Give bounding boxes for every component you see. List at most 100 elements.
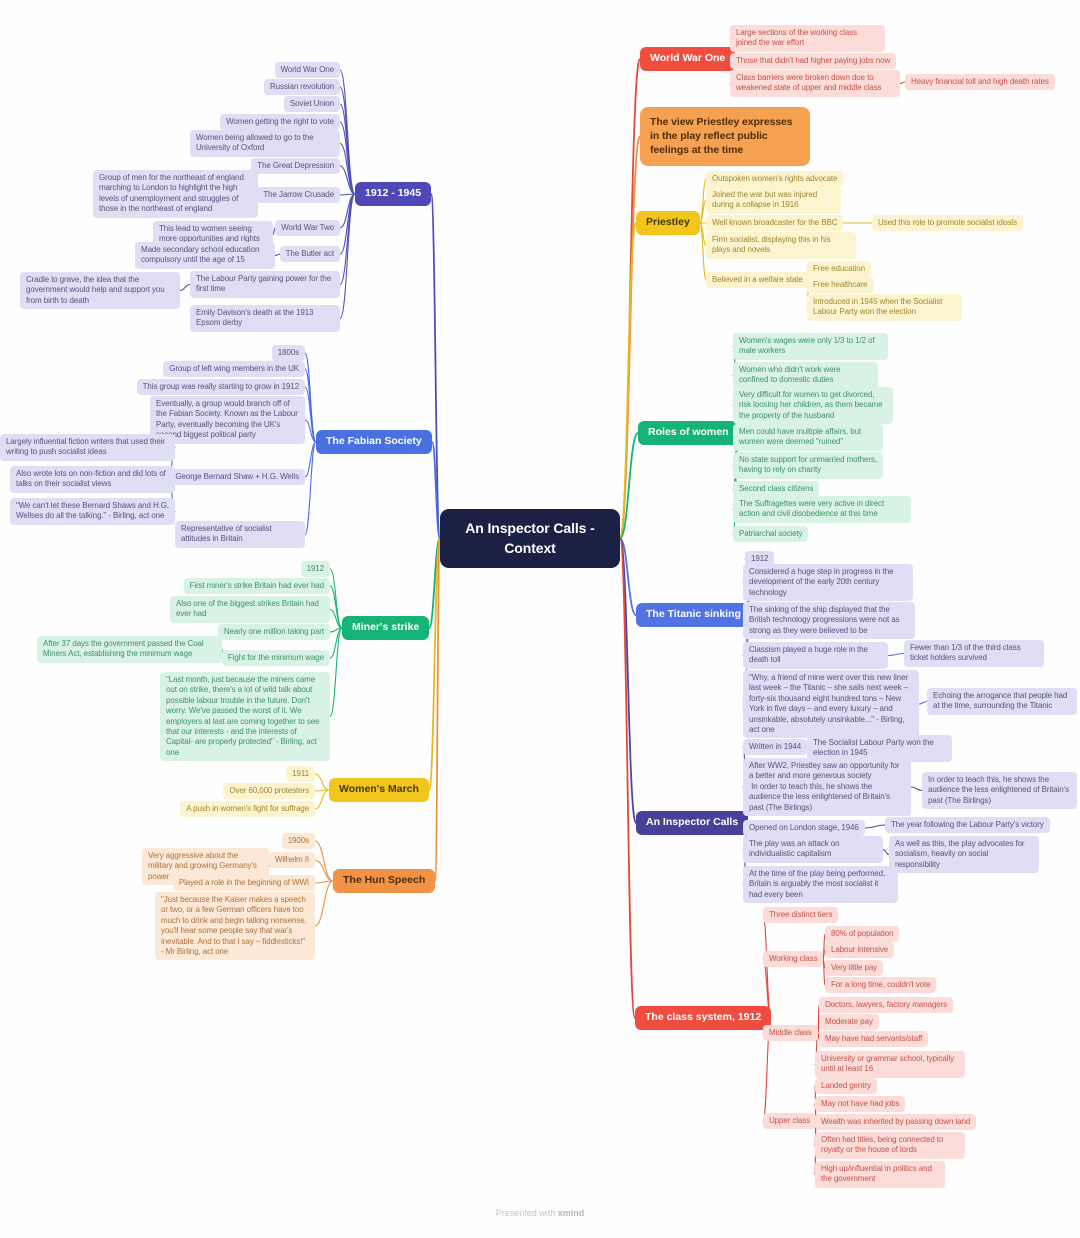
upper-no-jobs[interactable]: May not have had jobs — [815, 1096, 906, 1113]
priestley-free-education[interactable]: Free education — [807, 261, 871, 278]
priestley-bbc-broadcaster[interactable]: Well known broadcaster for the BBC — [706, 215, 844, 232]
fabian-socialist-attitudes[interactable]: Representative of socialist attitudes in… — [175, 521, 305, 548]
roles-domestic-duties[interactable]: Women who didn't work were confined to d… — [733, 362, 878, 389]
inspector-written-1944[interactable]: Written in 1944 — [743, 739, 808, 756]
miners-minimum-wage[interactable]: Fight for the minimum wage — [221, 650, 330, 667]
march-1911[interactable]: 1911 — [286, 766, 315, 783]
inspector-attack-capitalism[interactable]: The play was an attack on individualisti… — [743, 836, 883, 863]
fabian-birling-quote[interactable]: "We can't let these Bernard Shaws and H.… — [10, 498, 175, 525]
era-jarrow-crusade[interactable]: The Jarrow Crusade — [257, 187, 340, 204]
titanic-third-class-note[interactable]: Fewer than 1/3 of the third class ticket… — [904, 640, 1044, 667]
topic-world-war-one[interactable]: World War One — [640, 47, 736, 71]
inspector-most-socialist[interactable]: At the time of the play being performed,… — [743, 866, 898, 904]
topic-fabian-society[interactable]: The Fabian Society — [316, 430, 432, 454]
inspector-socialism-note[interactable]: As well as this, the play advocates for … — [889, 836, 1039, 874]
topic-hun-speech[interactable]: The Hun Speech — [333, 869, 436, 893]
titanic-birling-quote[interactable]: "Why, a friend of mine went over this ne… — [743, 670, 919, 739]
era-emily-davison[interactable]: Emily Davison's death at the 1913 Epsom … — [190, 305, 340, 332]
inspector-london-stage[interactable]: Opened on London stage, 1946 — [743, 820, 865, 837]
topic-womens-march[interactable]: Women's March — [329, 778, 429, 802]
era-labour-party-power[interactable]: The Labour Party gaining power for the f… — [190, 271, 340, 298]
roles-second-class[interactable]: Second class citizens — [733, 481, 820, 498]
march-suffrage[interactable]: A push in women's fight for suffrage — [180, 801, 315, 818]
topic-miners-strike[interactable]: Miner's strike — [342, 616, 430, 640]
miners-coal-act-note[interactable]: After 37 days the government passed the … — [37, 636, 222, 663]
topic-roles-of-women[interactable]: Roles of women — [638, 421, 739, 445]
roles-unmarried-mothers[interactable]: No state support for unmarried mothers, … — [733, 452, 883, 479]
working-little-pay[interactable]: Very little pay — [825, 960, 884, 977]
fabian-labour-branch-off[interactable]: Eventually, a group would branch off of … — [150, 396, 305, 444]
miners-1912[interactable]: 1912 — [300, 561, 330, 578]
era-world-war-one[interactable]: World War One — [274, 62, 340, 79]
era-women-right-to-vote[interactable]: Women getting the right to vote — [220, 114, 340, 131]
miners-birling-quote[interactable]: "Last month, just because the miners cam… — [160, 672, 330, 762]
ww1-financial-toll-note[interactable]: Heavy financial toll and high death rate… — [905, 74, 1055, 91]
topic-class-system-1912[interactable]: The class system, 1912 — [635, 1006, 772, 1030]
upper-landed-gentry[interactable]: Landed gentry — [815, 1078, 877, 1095]
middle-servants[interactable]: May have had servants/staff — [819, 1031, 929, 1048]
fabian-growing-1912[interactable]: This group was really starting to grow i… — [136, 379, 305, 396]
class-working-class[interactable]: Working class — [763, 951, 824, 968]
priestley-womens-rights[interactable]: Outspoken women's rights advocate — [706, 171, 844, 188]
inspector-after-ww2[interactable]: After WW2, Priestley saw an opportunity … — [743, 758, 911, 816]
middle-professions[interactable]: Doctors, lawyers, factory managers — [819, 997, 953, 1014]
roles-affairs-ruined[interactable]: Men could have multiple affairs, but wom… — [733, 424, 883, 451]
priestley-welfare-1945[interactable]: Introduced in 1945 when the Socialist La… — [807, 294, 962, 321]
era-women-university-oxford[interactable]: Women being allowed to go to the Univers… — [190, 130, 340, 157]
note-priestley-public-feelings[interactable]: The view Priestley expresses in the play… — [640, 107, 810, 166]
upper-politics[interactable]: High up/influential in politics and the … — [815, 1161, 945, 1188]
fabian-shaw-wells[interactable]: George Bernard Shaw + H.G. Wells — [169, 469, 305, 486]
era-great-depression[interactable]: The Great Depression — [251, 158, 340, 175]
priestley-injured-1916[interactable]: Joined the war but was injured during a … — [706, 187, 841, 214]
topic-1912-1945[interactable]: 1912 - 1945 — [355, 182, 432, 206]
inspector-teach-note[interactable]: In order to teach this, he shows the aud… — [922, 772, 1077, 810]
roles-wages[interactable]: Women's wages were only 1/3 to 1/2 of ma… — [733, 333, 888, 360]
era-butler-act[interactable]: The Butler act — [279, 246, 340, 263]
titanic-technology[interactable]: The sinking of the ship displayed that t… — [743, 602, 915, 640]
era-cradle-to-grave-note[interactable]: Cradle to grave, the idea that the gover… — [20, 272, 180, 310]
titanic-progress[interactable]: Considered a huge step in progress in th… — [743, 564, 913, 602]
miners-first-strike[interactable]: First miner's strike Britain had ever ha… — [183, 578, 330, 595]
fabian-left-wing-members[interactable]: Group of left wing members in the UK — [163, 361, 305, 378]
priestley-free-healthcare[interactable]: Free healthcare — [807, 277, 874, 294]
era-jarrow-crusade-note[interactable]: Group of men for the northeast of englan… — [93, 170, 258, 218]
fabian-1800s[interactable]: 1800s — [271, 345, 305, 362]
titanic-arrogance-note[interactable]: Echoing the arrogance that people had at… — [927, 688, 1077, 715]
roles-suffragettes[interactable]: The Suffragettes were very active in dir… — [733, 496, 911, 523]
titanic-1912[interactable]: 1912 — [745, 551, 775, 568]
priestley-firm-socialist[interactable]: Firm socialist, displaying this in his p… — [706, 232, 856, 259]
working-couldnt-vote[interactable]: For a long time, couldn't vote — [825, 977, 937, 994]
working-labour-intensive[interactable]: Labour intensive — [825, 942, 895, 959]
fabian-non-fiction-talks[interactable]: Also wrote lots on non-fiction and did l… — [10, 466, 175, 493]
hun-wilhelm-ii[interactable]: Wilhelm II — [268, 852, 315, 869]
fabian-fiction-writers[interactable]: Largely influential fiction writers that… — [0, 434, 175, 461]
class-middle-class[interactable]: Middle class — [763, 1025, 818, 1042]
roles-divorce[interactable]: Very difficult for women to get divorced… — [733, 387, 893, 425]
era-world-war-two[interactable]: World War Two — [275, 220, 340, 237]
roles-patriarchal[interactable]: Patriarchal society — [733, 526, 809, 543]
ww1-working-class-war-effort[interactable]: Large sections of the working class join… — [730, 25, 885, 52]
priestley-bbc-note[interactable]: Used this role to promote socialist idea… — [872, 215, 1023, 232]
class-three-tiers[interactable]: Three distinct tiers — [763, 907, 839, 924]
titanic-classism[interactable]: Classism played a huge role in the death… — [743, 642, 888, 669]
march-protesters[interactable]: Over 60,000 protesters — [223, 783, 315, 800]
era-butler-act-note[interactable]: Made secondary school education compulso… — [135, 242, 275, 269]
topic-an-inspector-calls[interactable]: An Inspector Calls — [636, 811, 749, 835]
era-soviet-union[interactable]: Soviet Union — [283, 96, 340, 113]
upper-titles-royalty[interactable]: Often had titles, being connected to roy… — [815, 1132, 965, 1159]
miners-one-million[interactable]: Nearly one million taking part — [217, 624, 330, 641]
upper-inherited-wealth[interactable]: Wealth was inherited by passing down lan… — [815, 1114, 977, 1131]
ww1-higher-paying-jobs[interactable]: Those that didn't had higher paying jobs… — [730, 53, 897, 70]
class-upper-class[interactable]: Upper class — [763, 1113, 817, 1130]
middle-education[interactable]: University or grammar school, typically … — [815, 1051, 965, 1078]
hun-1900s[interactable]: 1900s — [281, 833, 315, 850]
central-topic[interactable]: An Inspector Calls - Context — [440, 509, 620, 569]
topic-titanic-sinking[interactable]: The Titanic sinking — [636, 603, 751, 627]
middle-moderate-pay[interactable]: Moderate pay — [819, 1014, 879, 1031]
hun-kaiser-quote[interactable]: "Just because the Kaiser makes a speech … — [155, 892, 315, 961]
working-80-percent[interactable]: 80% of population — [825, 926, 900, 943]
miners-biggest-strike[interactable]: Also one of the biggest strikes Britain … — [170, 596, 330, 623]
priestley-welfare-state[interactable]: Believed in a welfare state — [706, 272, 809, 289]
inspector-victory-note[interactable]: The year following the Labour Party's vi… — [885, 817, 1050, 834]
